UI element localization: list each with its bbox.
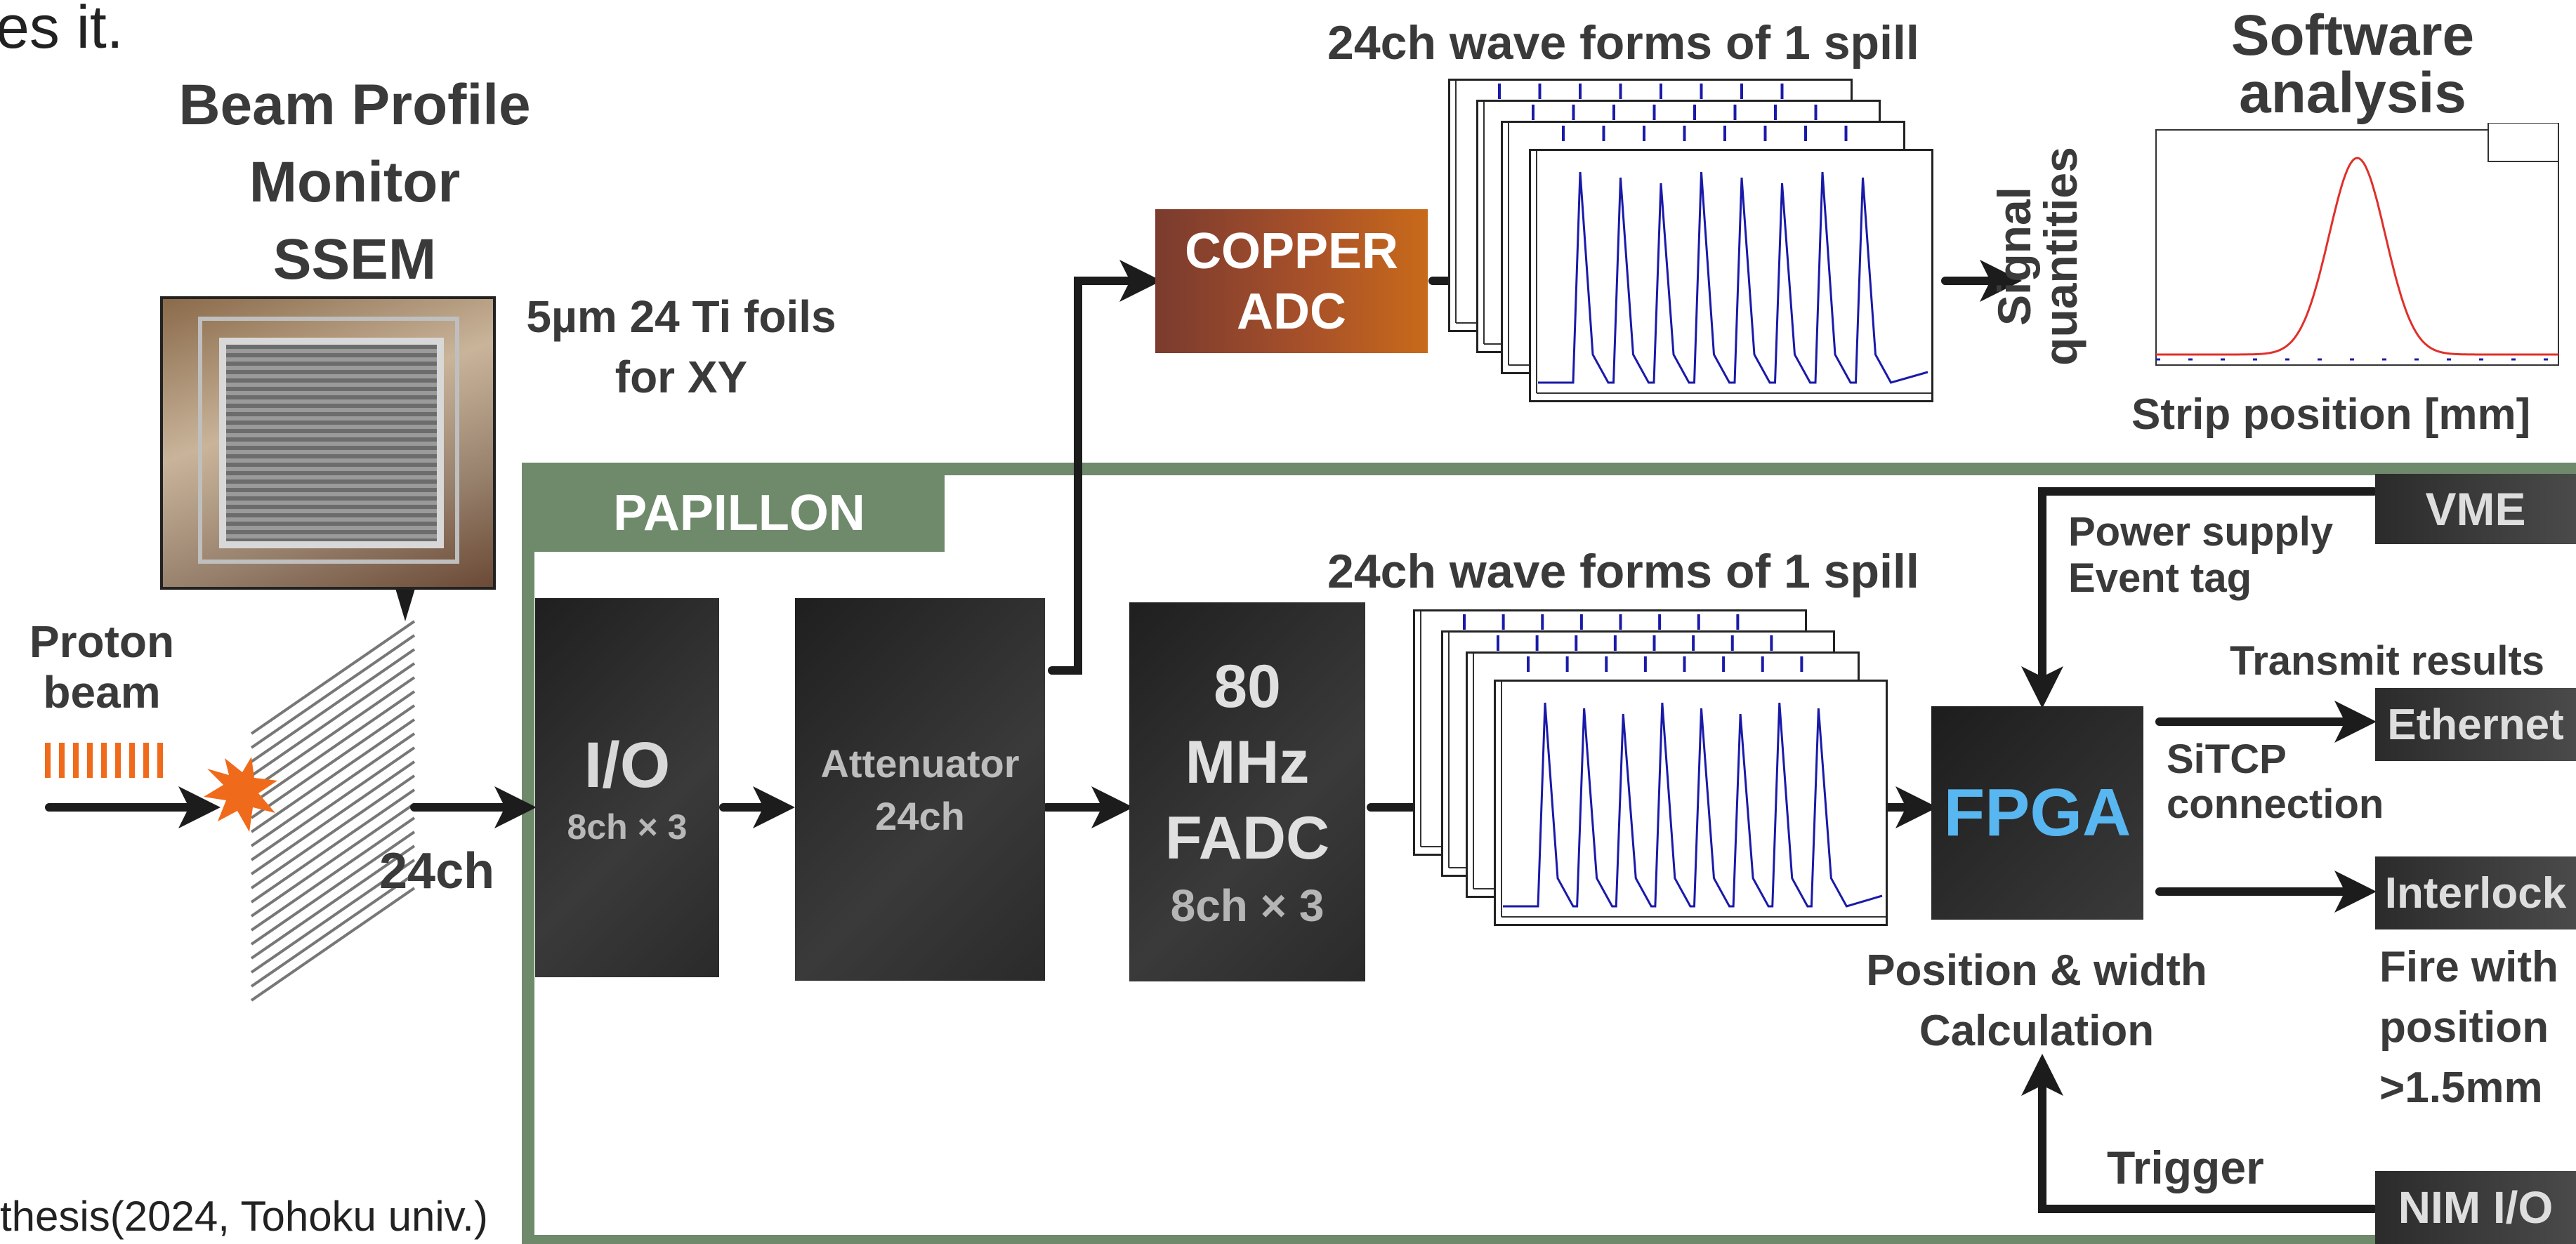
ssem-photo: [160, 296, 496, 590]
bpm-title-line: SSEM: [272, 227, 437, 291]
fpga-box: FPGA: [1931, 706, 2143, 920]
fadc-line: 80: [1214, 653, 1281, 720]
trigger-label: Trigger: [2107, 1142, 2264, 1193]
flow-arrows: [45, 260, 2378, 1213]
software-ylabel-line: Signal: [1988, 186, 2040, 326]
waveform-stack-top: [1448, 79, 1933, 405]
proton-beam-icon: [45, 743, 163, 778]
software-title: Software analysis: [2188, 7, 2518, 122]
impact-burst-icon: [204, 757, 277, 832]
papillon-label: PAPILLON: [534, 475, 945, 552]
vme-to-fpga-arrow: [2021, 487, 2378, 708]
attenuator-box-sub: 24ch: [875, 793, 965, 838]
ssem-foils: [250, 620, 416, 1002]
fadc-sub: 8ch × 3: [1170, 880, 1325, 931]
software-xlabel: Strip position [mm]: [2131, 390, 2531, 439]
vme-note: Power supply Event tag: [2068, 509, 2333, 602]
bpm-title-line: Monitor: [249, 150, 461, 214]
papillon-frame: [522, 463, 2576, 1244]
sitcp-line: connection: [2167, 781, 2384, 827]
proton-beam-label: Proton beam: [7, 616, 197, 717]
photo-pointer: [395, 586, 416, 621]
foils-line: for XY: [615, 352, 748, 402]
fadc-line: FADC: [1164, 805, 1330, 872]
attenuator-to-copper-arrow: [1048, 260, 1162, 675]
header-fragment: es it.: [0, 0, 124, 61]
bpm-title-line: Beam Profile: [178, 73, 531, 137]
vme-note-line: Power supply: [2068, 509, 2334, 555]
fpga-calc-line: Position & width: [1866, 946, 2207, 995]
waveform-panel: [1529, 149, 1933, 402]
waveform-panel: [1494, 680, 1888, 926]
fpga-calc-line: Calculation: [1919, 1007, 2155, 1055]
copper-adc-box: COPPER ADC: [1155, 209, 1428, 353]
software-title-line: analysis: [2239, 61, 2466, 125]
software-title-line: Software: [2230, 4, 2475, 67]
proton-beam-line: Proton: [29, 616, 175, 667]
vme-tag: VME: [2375, 474, 2576, 544]
sitcp-label: SiTCP connection: [2167, 737, 2384, 827]
fadc-box: 80 MHz FADC 8ch × 3: [1129, 602, 1365, 981]
vme-note-line: Event tag: [2068, 555, 2252, 601]
sitcp-line: SiTCP: [2167, 736, 2287, 782]
fadc-line: MHz: [1185, 729, 1310, 796]
attenuator-box-main: Attenuator: [820, 741, 1020, 786]
channels-label: 24ch: [379, 843, 495, 899]
waveform-stack-mid: [1413, 609, 1888, 929]
software-ylabel: Signal quantities: [1988, 109, 2096, 404]
interlock-tag: Interlock: [2375, 856, 2576, 929]
io-box: I/O 8ch × 3: [535, 598, 719, 977]
interlock-note-line: >1.5mm: [2379, 1064, 2543, 1112]
proton-beam-line: beam: [43, 667, 161, 717]
waveform-mid-title: 24ch wave forms of 1 spill: [1327, 545, 1919, 598]
citation: thesis(2024, Tohoku univ.): [0, 1192, 492, 1240]
profile-plot: [2155, 123, 2559, 366]
io-box-main: I/O: [584, 729, 671, 801]
waveform-top-title: 24ch wave forms of 1 spill: [1327, 16, 1919, 70]
copper-adc-line: ADC: [1237, 283, 1346, 340]
software-ylabel-line: quantities: [2035, 147, 2087, 366]
nim-to-fpga-arrow: [2021, 1054, 2378, 1213]
nim-io-tag: NIM I/O: [2375, 1171, 2576, 1244]
interlock-note-line: position: [2379, 1003, 2549, 1052]
attenuator-box: Attenuator 24ch: [795, 598, 1045, 981]
io-box-sub: 8ch × 3: [567, 807, 688, 847]
interlock-note: Fire with position >1.5mm: [2379, 937, 2558, 1118]
fpga-calc-label: Position & width Calculation: [1840, 941, 2233, 1061]
foils-label: 5µm 24 Ti foils for XY: [492, 286, 871, 407]
bpm-title: Beam Profile Monitor SSEM: [130, 67, 579, 298]
copper-adc-line: COPPER: [1184, 223, 1399, 279]
foils-line: 5µm 24 Ti foils: [526, 291, 836, 342]
interlock-note-line: Fire with: [2379, 943, 2558, 991]
transmit-results-label: Transmit results: [2230, 638, 2545, 684]
ethernet-tag: Ethernet: [2375, 688, 2576, 761]
